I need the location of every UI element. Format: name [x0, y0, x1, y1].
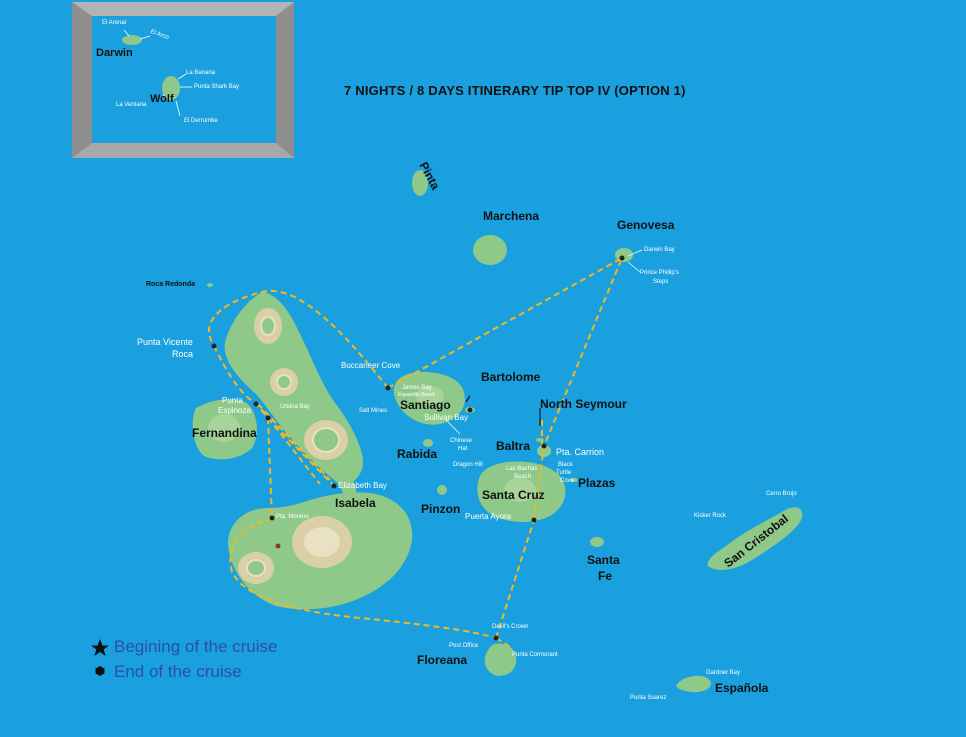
punta-suarez-label: Punta Suarez	[630, 695, 667, 701]
legend-start-label: Begining of the cruise	[114, 637, 278, 656]
dragon-hill-label: Dragon Hill	[453, 462, 483, 468]
north-seymour-label: North Seymour	[540, 397, 627, 411]
darwin-bay-label: Darwin Bay	[644, 247, 675, 253]
punta-espinoza-label-1: Punta	[222, 396, 243, 405]
fernandina-label: Fernandina	[192, 426, 257, 440]
volcano-highlands	[208, 308, 536, 584]
hexagon-icon	[95, 666, 105, 676]
roca-redonda-label: Roca Redonda	[146, 281, 196, 288]
espanola-label: Española	[715, 681, 769, 695]
route-markers	[211, 255, 625, 641]
prince-philips-steps-label-1: Prince Phillip's	[640, 270, 679, 276]
inset-darwin-label: Darwin	[96, 47, 133, 59]
plazas-label: Plazas	[578, 476, 616, 490]
santiago-label: Santiago	[400, 398, 451, 412]
urbina-bay-label: Urbina Bay	[280, 404, 310, 410]
buccaneer-cove-label: Buccaneer Cove	[341, 361, 401, 370]
prince-philips-steps-label-2: Steps	[653, 279, 669, 285]
elizabeth-bay-label: Elizabeth Bay	[338, 481, 387, 490]
santa-fe-island	[590, 537, 604, 547]
las-bachas-label-1: Las Bachas	[506, 466, 538, 472]
star-icon	[91, 639, 109, 656]
baltra-label: Baltra	[496, 439, 531, 453]
black-turtle-cove-label-3: Cove	[560, 478, 575, 484]
genovesa-label: Genovesa	[617, 218, 675, 232]
pinzon-island	[437, 485, 447, 495]
punta-vicente-roca-label-1: Punta Vicente	[137, 337, 193, 347]
punta-cormorant-label: Punta Cormorant	[512, 652, 558, 658]
inset-la-ventana-label: La Ventana	[116, 102, 147, 108]
espanola-island	[676, 675, 711, 693]
floreana-label: Floreana	[417, 653, 468, 667]
devils-crown-label: Devil's Crown	[492, 624, 529, 630]
kicker-rock-label: Kicker Rock	[694, 513, 727, 519]
salt-mines-label: Salt Mines	[359, 408, 388, 414]
punta-espinoza-label-2: Espinoza	[218, 406, 251, 415]
roca-redonda-island	[207, 283, 213, 287]
pinzon-label: Pinzon	[421, 502, 461, 516]
inset-punta-shark-bay-label: Punta Shark Bay	[194, 84, 240, 90]
gardner-bay-label: Gardner Bay	[706, 670, 741, 676]
cerro-brujo-label: Cerro Brujo	[766, 491, 797, 497]
floreana-island	[484, 643, 517, 676]
bartolome-label: Bartolome	[481, 370, 541, 384]
pta-carrion-label: Pta. Carrion	[556, 447, 605, 457]
chinese-hat-label-1: Chinese	[450, 438, 473, 444]
post-office-label: Post Office	[449, 643, 479, 649]
san-cristobal-island	[707, 507, 803, 570]
inset-el-derrumbe-label: El Derrumbe	[184, 118, 218, 124]
black-turtle-cove-label-2: Turtle	[556, 470, 572, 476]
rabida-island	[423, 439, 433, 447]
pinta-island	[412, 170, 428, 196]
plazas-island	[570, 478, 578, 482]
inset-wolf-label: Wolf	[150, 93, 174, 105]
site-leader-lines	[445, 249, 643, 435]
las-bachas-label-2: Beach	[514, 474, 532, 480]
santa-fe-label-1: Santa	[587, 553, 620, 567]
marchena-island	[473, 235, 507, 265]
chinese-hat-label-2: Hat	[458, 446, 468, 452]
espumilla-beach-label: Espumilla Beach	[398, 392, 436, 398]
inset-el-arenal-label: El Arenal	[102, 20, 127, 26]
rabida-label: Rabida	[397, 447, 438, 461]
islands-land	[192, 170, 803, 693]
james-bay-label: James Bay	[402, 385, 432, 391]
map-title: 7 NIGHTS / 8 DAYS ITINERARY TIP TOP IV (…	[344, 83, 686, 98]
sullivan-bay-label: Sullivan Bay	[424, 413, 469, 422]
black-turtle-cove-label-1: Black	[558, 462, 573, 468]
inset-la-banana-label: La Banana	[186, 70, 216, 76]
santa-cruz-label: Santa Cruz	[482, 488, 545, 502]
legend-end-label: End of the cruise	[114, 662, 242, 681]
santa-fe-label-2: Fe	[598, 569, 613, 583]
pta-moreno-label: Pta. Moreno	[276, 514, 309, 520]
baltra-island	[537, 445, 551, 457]
punta-vicente-roca-label-2: Roca	[172, 349, 194, 359]
puerto-ayora-label: Puerta Ayora	[465, 512, 512, 521]
inset-frame	[72, 2, 294, 158]
isabela-label: Isabela	[335, 496, 376, 510]
isabela-neck	[334, 476, 357, 508]
marchena-label: Marchena	[483, 209, 540, 223]
